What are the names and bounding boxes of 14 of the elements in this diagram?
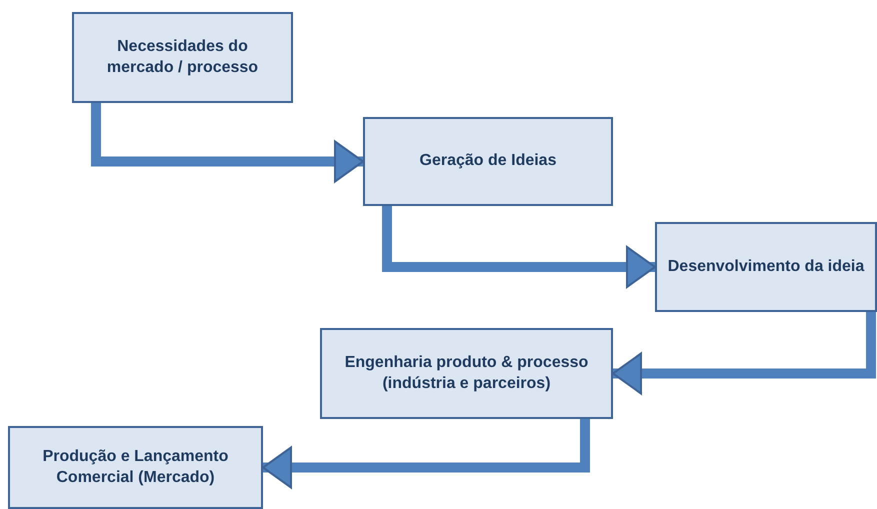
box-label: Necessidades do mercado / processo bbox=[106, 36, 260, 78]
process-box bbox=[320, 328, 613, 419]
process-box bbox=[8, 426, 263, 509]
elbow-arrow bbox=[612, 312, 876, 394]
elbow-arrow bbox=[382, 206, 656, 288]
elbow-arrow bbox=[91, 103, 364, 182]
process-box bbox=[363, 117, 613, 206]
box-label: Desenvolvimento da ideia bbox=[668, 256, 864, 277]
elbow-arrow bbox=[262, 419, 590, 488]
box-label: Produção e Lançamento Comercial (Mercado) bbox=[42, 446, 230, 488]
process-box bbox=[72, 12, 293, 103]
box-label: Engenharia produto & processo (indústria e parceiros) bbox=[344, 352, 590, 394]
box-label: Geração de Ideias bbox=[420, 151, 556, 172]
process-box bbox=[655, 222, 877, 312]
